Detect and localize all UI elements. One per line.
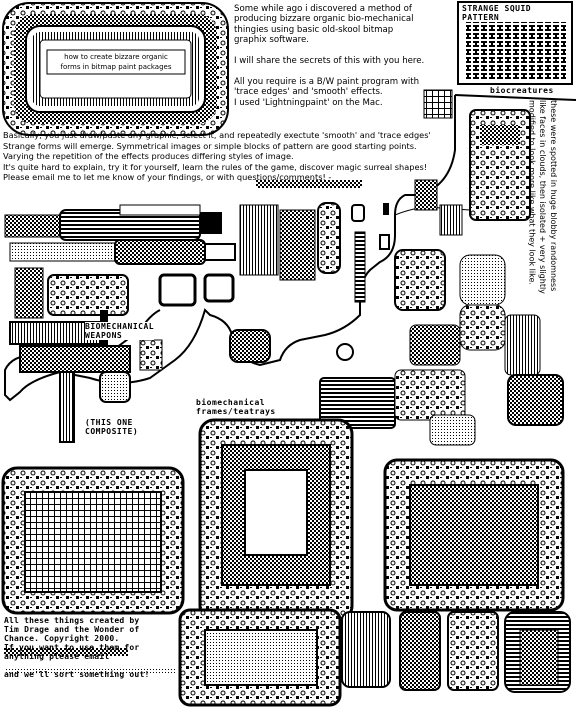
body-text: Basically, you just draw/paste any graph… bbox=[3, 130, 431, 183]
frames-teatrays bbox=[1, 418, 571, 707]
biocreatures-group bbox=[319, 109, 564, 446]
squid-pattern-label: STRANGE SQUID PATTERN bbox=[462, 4, 532, 22]
title-panel-frame bbox=[2, 2, 229, 136]
squid-pattern bbox=[457, 1, 573, 85]
grid-swatch bbox=[423, 89, 453, 119]
credit-underline bbox=[4, 668, 176, 673]
credit-email-redacted bbox=[4, 648, 128, 656]
creatures-side-note: these were spotted in huge blobby random… bbox=[527, 100, 558, 294]
biocreatures-label: biocreatures bbox=[490, 86, 554, 95]
composite-label: (THIS ONE COMPOSITE) bbox=[85, 418, 139, 436]
email-redacted bbox=[256, 180, 362, 188]
frames-label: biomechanical frames/teatrays bbox=[196, 398, 276, 416]
title-panel-caption: how to create bizzare organic forms in b… bbox=[60, 53, 172, 71]
weapons-label: BIOMECHANICAL WEAPONS bbox=[85, 322, 155, 340]
